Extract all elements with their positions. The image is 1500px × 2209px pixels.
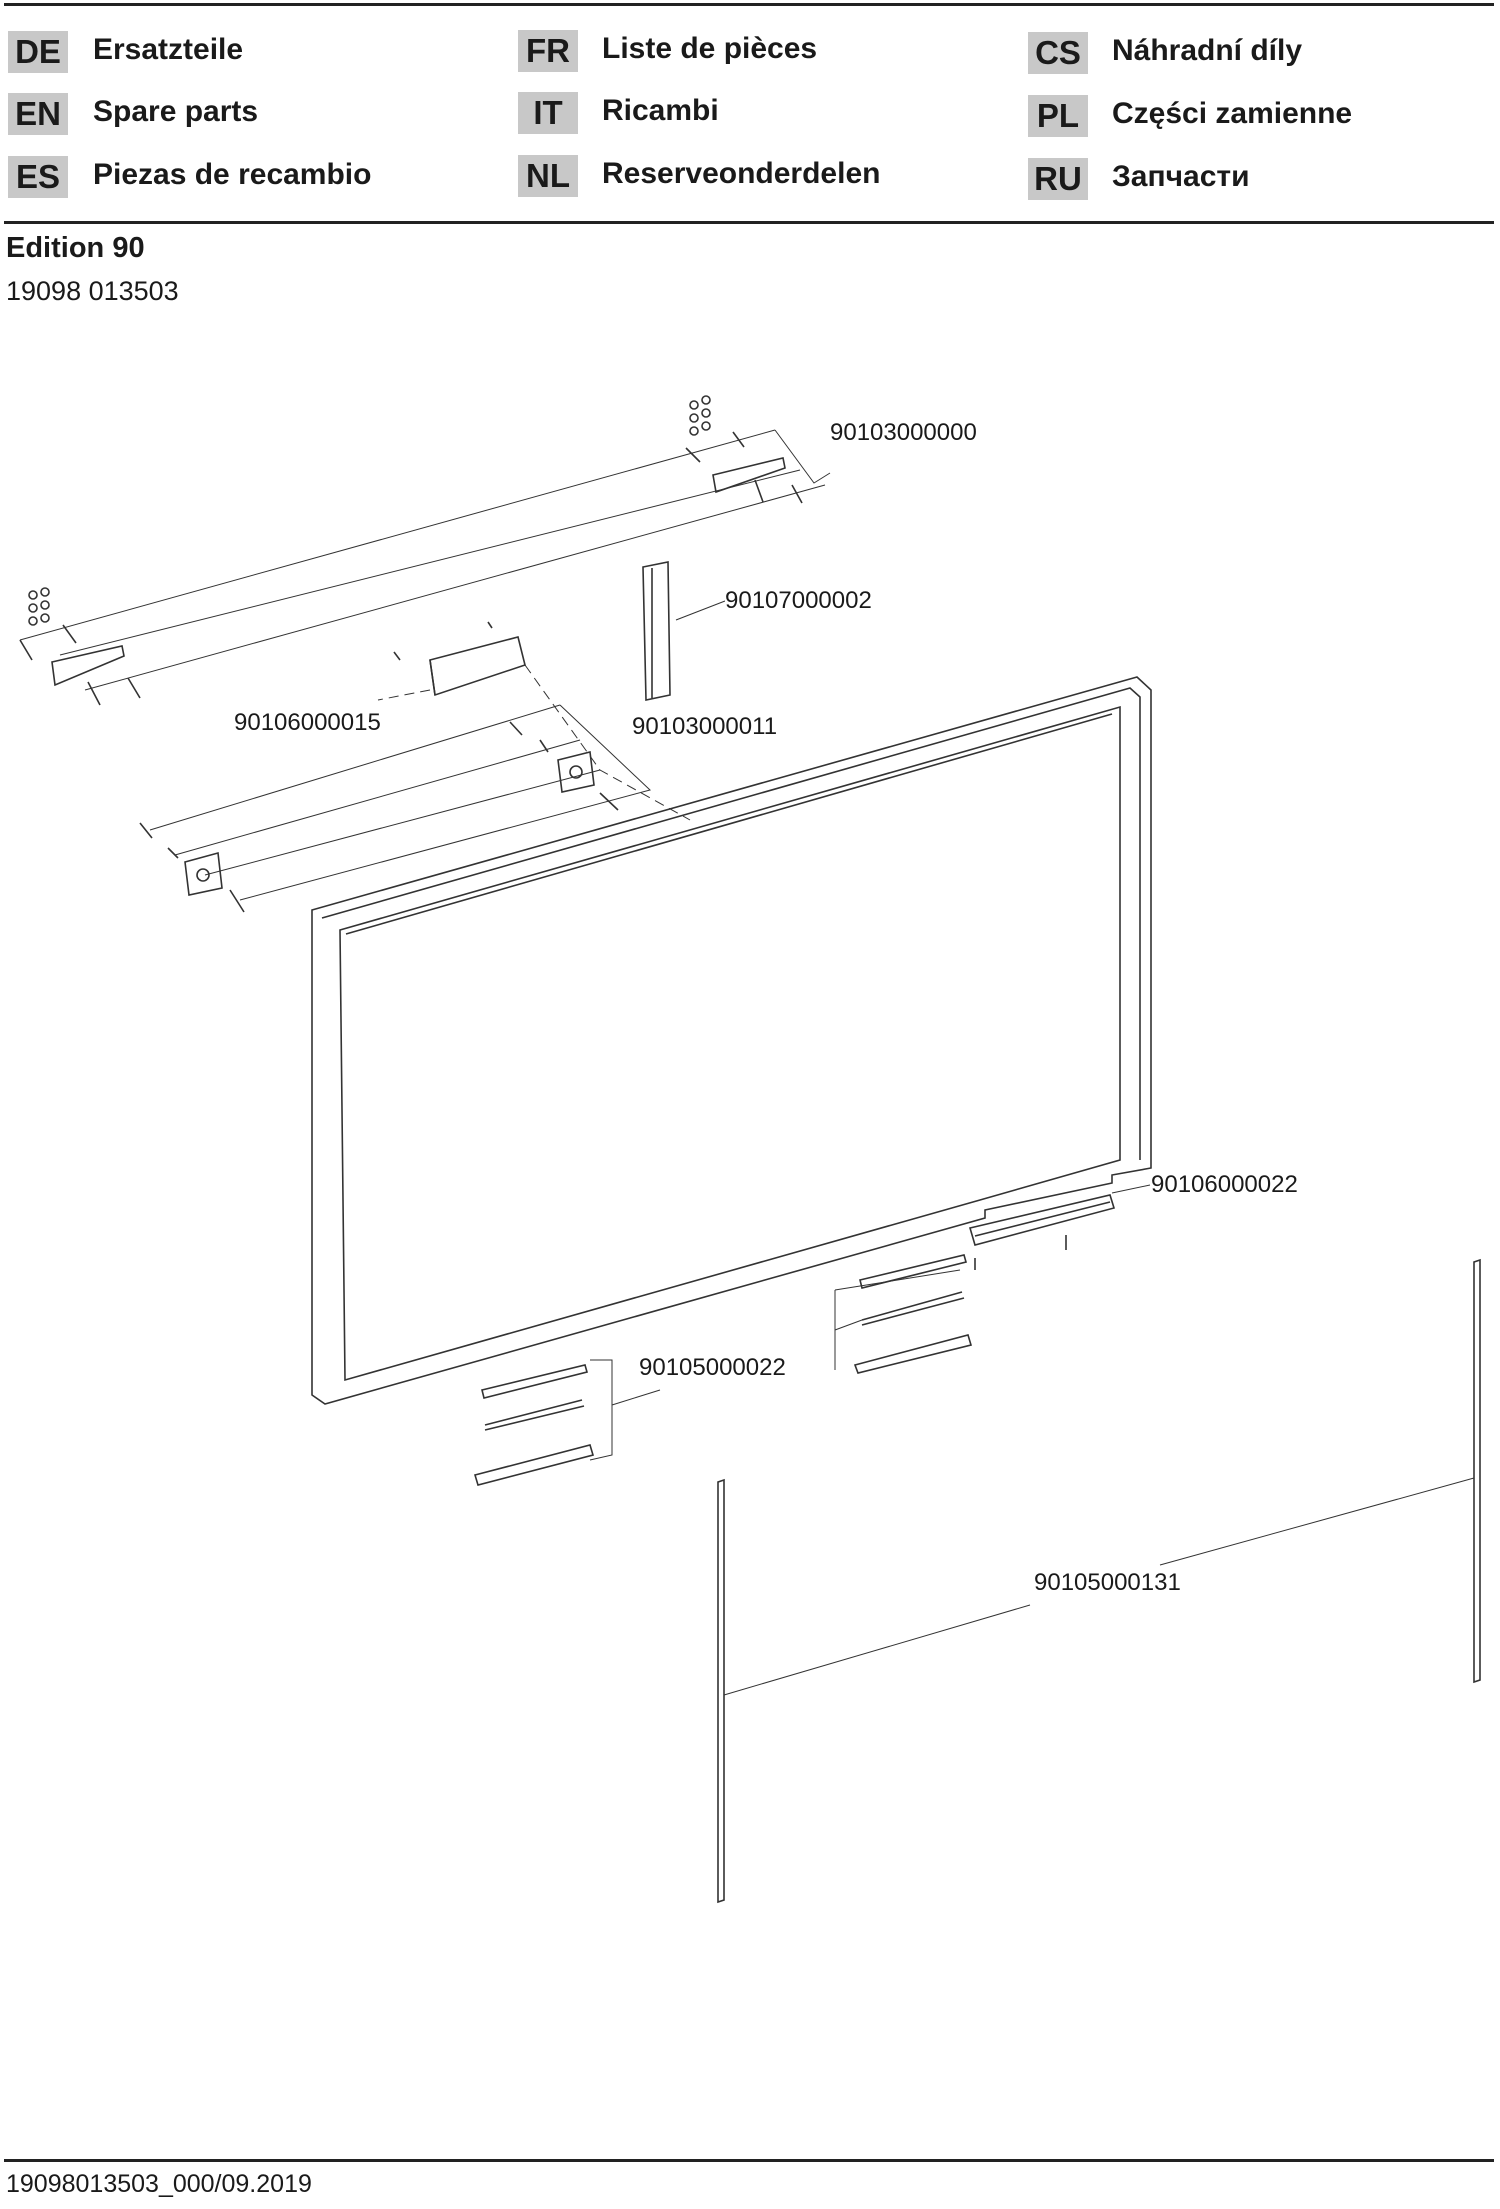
lang-label-de: Ersatzteile [93,33,244,66]
cover-strips [473,1254,973,1486]
part-label-90106000015: 90106000015 [234,709,381,736]
lang-label-fr: Liste de pièces [602,32,818,65]
lang-label-it: Ricambi [602,94,719,127]
footer-rule [4,2159,1494,2162]
lang-code-fr: FR [518,30,578,72]
lang-label-ru: Запчасти [1112,160,1250,193]
lang-label-cs: Náhradní díly [1112,34,1303,67]
lang-code-es: ES [8,156,68,198]
vertical-strip-part [642,561,726,701]
lang-code-pl: PL [1028,95,1088,137]
product-title: Edition 90 [6,232,145,264]
side-profiles [717,1258,1481,1904]
mirror-frame [311,676,1152,1405]
product-number: 19098 013503 [6,276,179,306]
mount-plates [139,704,651,913]
part-label-90106000022: 90106000022 [1151,1171,1298,1198]
part-label-90105000022: 90105000022 [639,1354,786,1381]
top-left-bracket [19,587,141,706]
lang-label-pl: Części zamienne [1112,97,1353,130]
light-bar [968,1184,1151,1270]
document-id: 19098013503_000/09.2019 [6,2170,312,2198]
lang-code-en: EN [8,93,68,135]
lang-code-de: DE [8,31,68,73]
part-label-90103000000: 90103000000 [830,419,977,446]
lang-code-ru: RU [1028,158,1088,200]
top-right-bracket [19,395,831,691]
top-rule [4,3,1494,6]
lang-label-es: Piezas de recambio [93,158,372,191]
part-label-90103000011: 90103000011 [632,713,778,740]
lang-code-cs: CS [1028,32,1088,74]
part-label-90107000002: 90107000002 [725,587,872,614]
lang-code-it: IT [518,92,578,134]
lang-label-nl: Reserveonderdelen [602,157,881,190]
lang-code-nl: NL [518,155,578,197]
part-label-90105000131: 90105000131 [1034,1569,1181,1596]
lang-label-en: Spare parts [93,95,259,128]
header-rule [4,221,1494,224]
